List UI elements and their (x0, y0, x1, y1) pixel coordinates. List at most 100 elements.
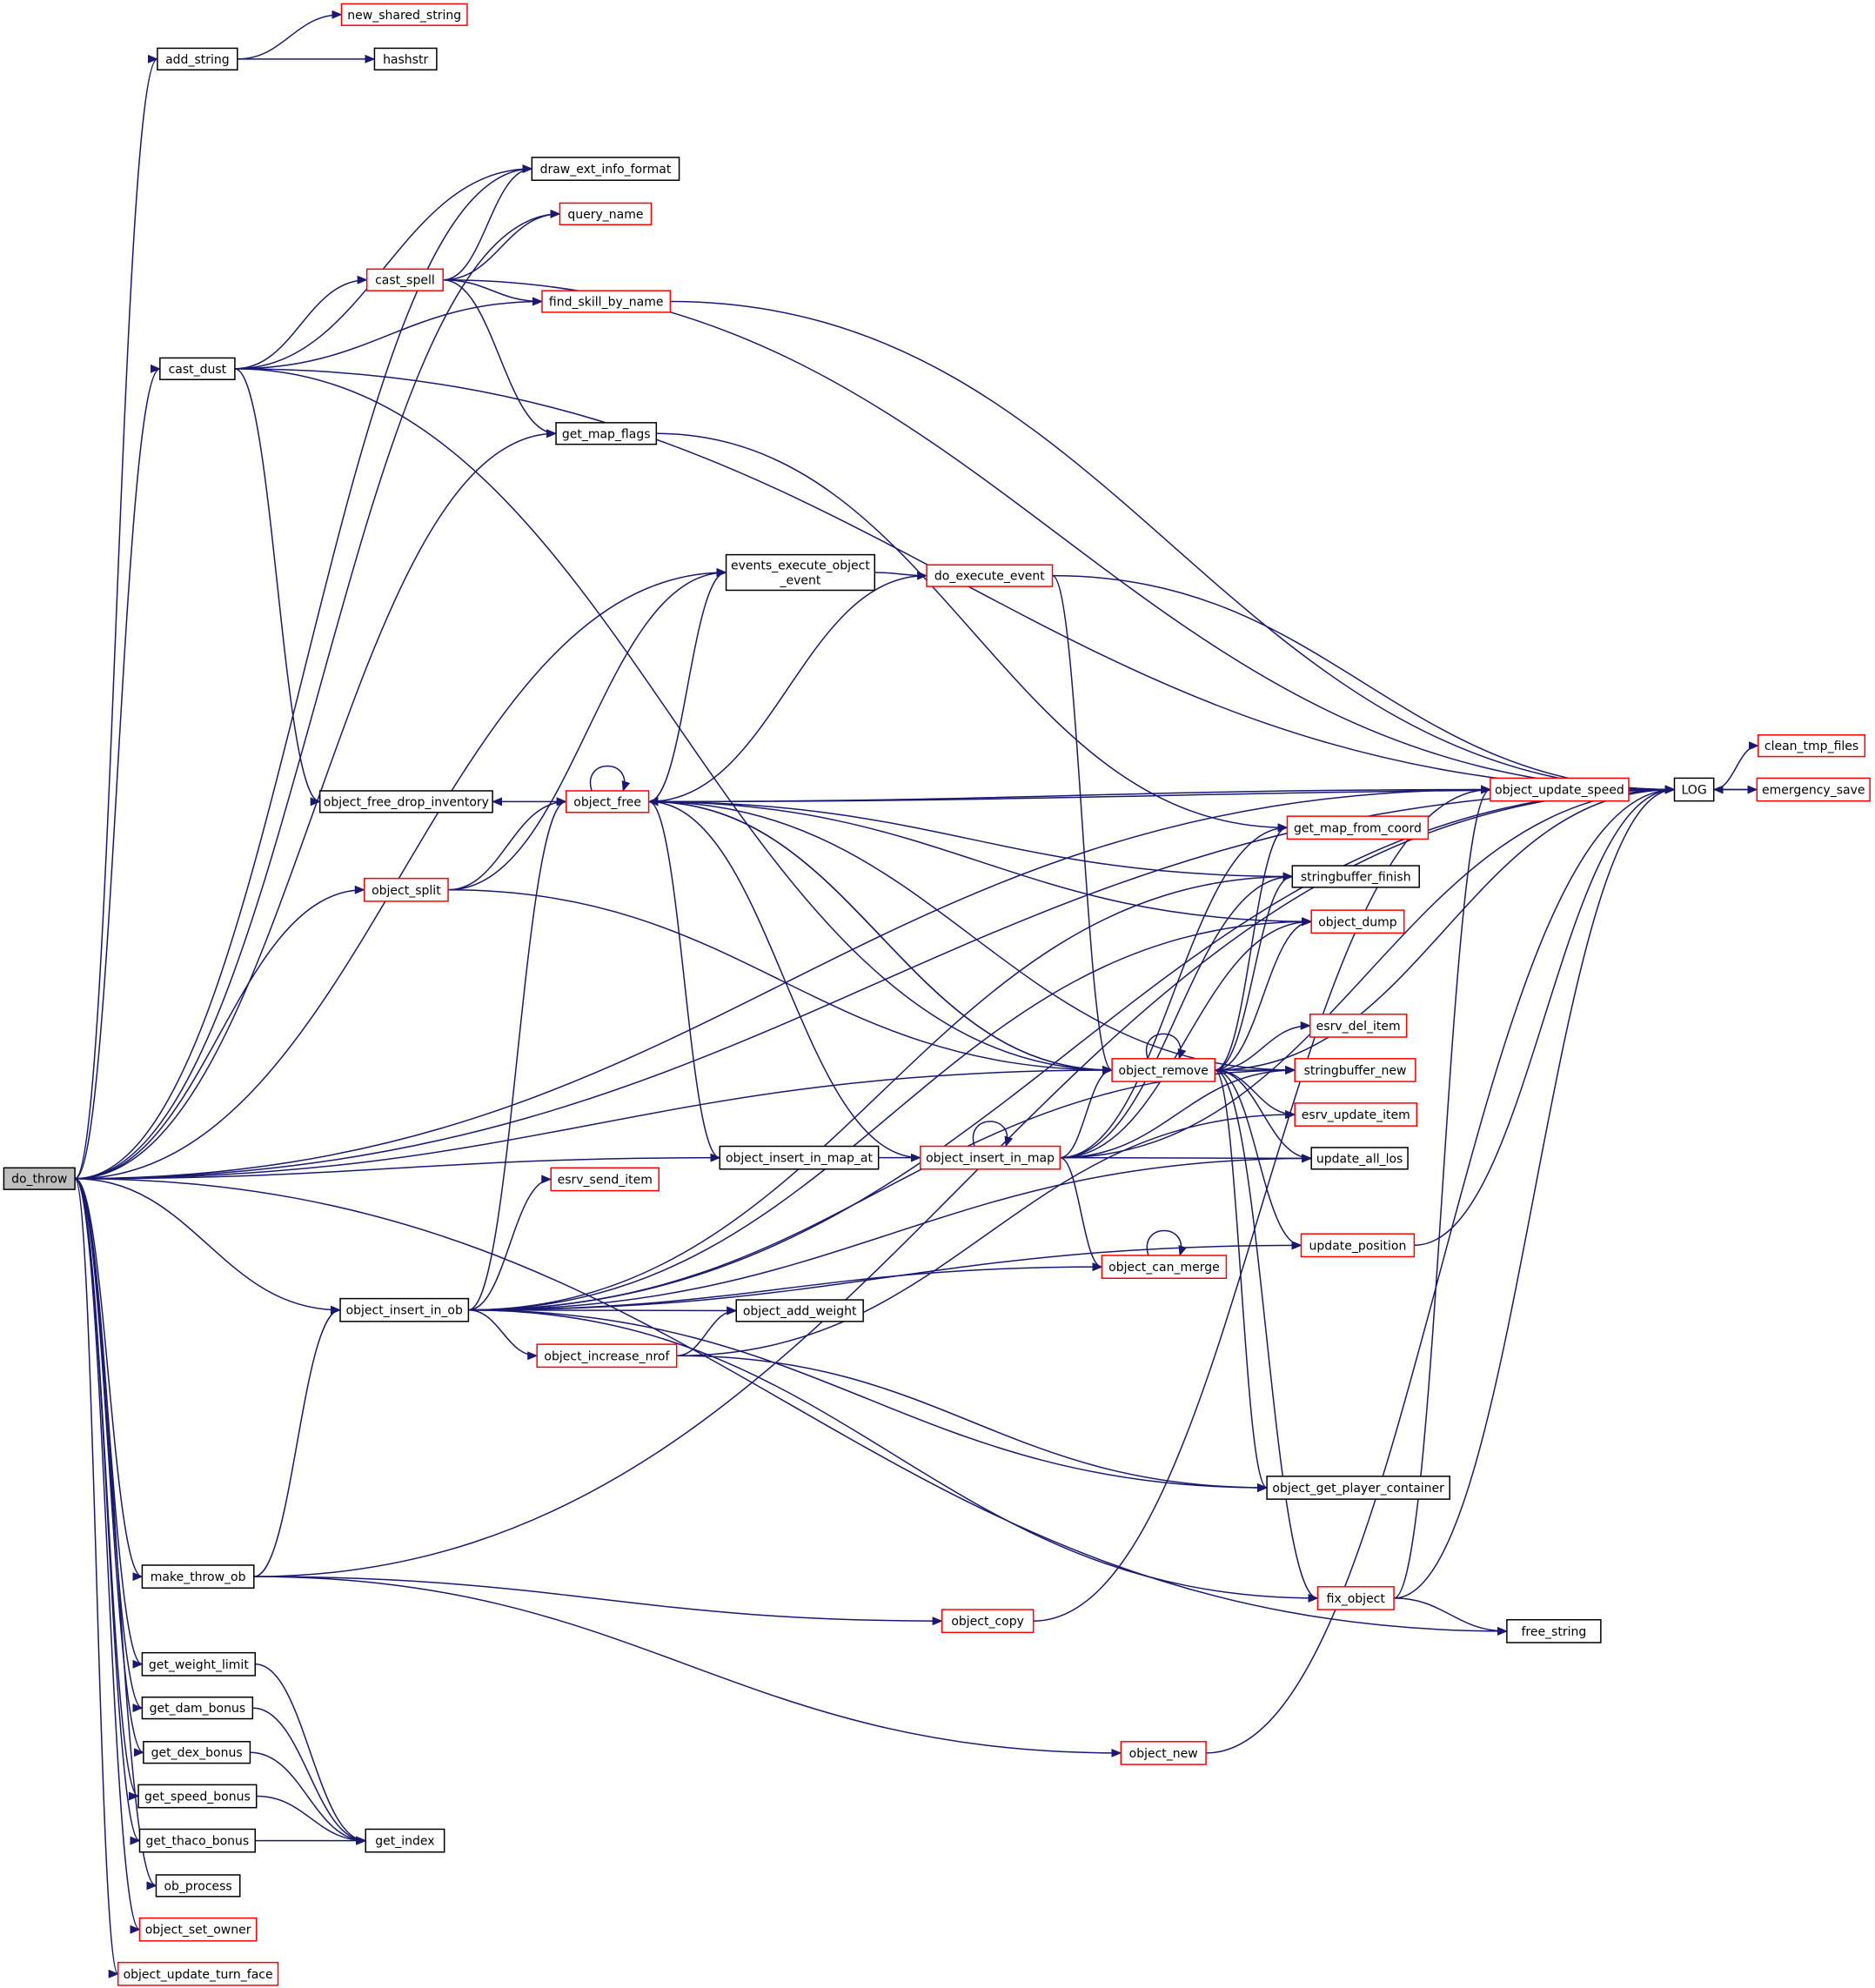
node-box[interactable] (536, 1343, 678, 1369)
node-box[interactable] (920, 1145, 1061, 1170)
node-box[interactable] (1490, 777, 1630, 802)
node-get-speed-bonus[interactable]: get_speed_bonus (137, 1784, 258, 1809)
node-box[interactable] (1756, 777, 1871, 802)
node-box[interactable] (1758, 734, 1866, 758)
node-esrv-del-item[interactable]: esrv_del_item (1309, 1014, 1408, 1038)
node-box[interactable] (555, 422, 658, 445)
node-object-get-player-container[interactable]: object_get_player_container (1266, 1476, 1450, 1500)
node-box[interactable] (141, 1696, 254, 1720)
node-get-dex-bonus[interactable]: get_dex_bonus (143, 1741, 251, 1764)
node-box[interactable] (1310, 1147, 1409, 1170)
node-free-string[interactable]: free_string (1506, 1618, 1602, 1643)
node-object-dump[interactable]: object_dump (1310, 909, 1405, 934)
node-box[interactable] (340, 3, 468, 26)
node-box[interactable] (373, 47, 438, 70)
node-box[interactable] (1266, 1476, 1450, 1500)
node-update-all-los[interactable]: update_all_los (1310, 1147, 1409, 1170)
node-object-insert-in-map-at[interactable]: object_insert_in_map_at (719, 1145, 880, 1170)
node-box[interactable] (725, 553, 876, 592)
node-box[interactable] (1294, 1058, 1416, 1082)
node-box[interactable] (1294, 1102, 1418, 1127)
node-box[interactable] (941, 1609, 1035, 1634)
node-object-free-drop-inventory[interactable]: object_free_drop_inventory (318, 790, 493, 813)
node-get-thaco-bonus[interactable]: get_thaco_bonus (138, 1828, 257, 1853)
node-box[interactable] (137, 1784, 258, 1809)
node-object-free[interactable]: object_free (565, 790, 650, 813)
node-fix-object[interactable]: fix_object (1316, 1586, 1395, 1610)
node-object-new[interactable]: object_new (1120, 1741, 1207, 1765)
node-clean-tmp-files[interactable]: clean_tmp_files (1758, 734, 1866, 758)
node-cast-spell[interactable]: cast_spell (365, 268, 444, 291)
node-box[interactable] (550, 1167, 660, 1192)
node-ob-process[interactable]: ob_process (155, 1874, 241, 1898)
node-box[interactable] (1673, 777, 1715, 802)
node-new-shared-string[interactable]: new_shared_string (340, 3, 468, 26)
node-make-throw-ob[interactable]: make_throw_ob (141, 1564, 255, 1590)
node-box[interactable] (926, 564, 1054, 587)
node-update-position[interactable]: update_position (1300, 1233, 1416, 1258)
node-add-string[interactable]: add_string (157, 47, 238, 70)
node-get-dam-bonus[interactable]: get_dam_bonus (141, 1696, 254, 1720)
node-object-update-speed[interactable]: object_update_speed (1490, 777, 1630, 802)
node-box[interactable] (363, 877, 449, 902)
node-box[interactable] (157, 47, 238, 70)
node-box[interactable] (117, 1961, 279, 1986)
node-do-throw[interactable]: do_throw (3, 1167, 76, 1190)
node-box[interactable] (3, 1167, 76, 1190)
node-find-skill-by-name[interactable]: find_skill_by_name (541, 290, 672, 313)
node-box[interactable] (1506, 1618, 1602, 1643)
node-object-copy[interactable]: object_copy (941, 1609, 1035, 1634)
node-box[interactable] (159, 357, 236, 381)
node-hashstr[interactable]: hashstr (373, 47, 438, 70)
node-object-insert-in-ob[interactable]: object_insert_in_ob (339, 1297, 470, 1322)
node-box[interactable] (155, 1874, 241, 1898)
node-box[interactable] (141, 1651, 257, 1677)
node-cast-dust[interactable]: cast_dust (159, 357, 236, 381)
node-box[interactable] (1120, 1741, 1207, 1765)
node-box[interactable] (141, 1564, 255, 1590)
node-get-map-from-coord[interactable]: get_map_from_coord (1286, 815, 1430, 840)
node-box[interactable] (365, 1828, 445, 1853)
node-object-increase-nrof[interactable]: object_increase_nrof (536, 1343, 678, 1369)
node-box[interactable] (138, 1917, 258, 1942)
node-box[interactable] (1286, 815, 1430, 840)
node-LOG[interactable]: LOG (1673, 777, 1715, 802)
node-object-add-weight[interactable]: object_add_weight (735, 1299, 864, 1322)
node-box[interactable] (143, 1741, 251, 1764)
node-events-execute-object-event[interactable]: events_execute_object_event (725, 553, 876, 592)
node-object-insert-in-map[interactable]: object_insert_in_map (920, 1145, 1061, 1170)
node-box[interactable] (559, 202, 653, 225)
node-emergency-save[interactable]: emergency_save (1756, 777, 1871, 802)
node-object-remove[interactable]: object_remove (1111, 1058, 1216, 1082)
node-draw-ext-info-format[interactable]: draw_ext_info_format (531, 157, 680, 181)
node-query-name[interactable]: query_name (559, 202, 653, 225)
node-get-index[interactable]: get_index (365, 1828, 445, 1853)
node-box[interactable] (318, 790, 493, 813)
node-box[interactable] (1101, 1255, 1228, 1280)
node-stringbuffer-finish[interactable]: stringbuffer_finish (1291, 865, 1420, 888)
node-box[interactable] (541, 290, 672, 313)
node-object-set-owner[interactable]: object_set_owner (138, 1917, 258, 1942)
node-esrv-update-item[interactable]: esrv_update_item (1294, 1102, 1418, 1127)
node-box[interactable] (1310, 909, 1405, 934)
node-get-weight-limit[interactable]: get_weight_limit (141, 1651, 257, 1677)
node-box[interactable] (1111, 1058, 1216, 1082)
node-box[interactable] (1291, 865, 1420, 888)
node-box[interactable] (138, 1828, 257, 1853)
node-object-can-merge[interactable]: object_can_merge (1101, 1255, 1228, 1280)
node-do-execute-event[interactable]: do_execute_event (926, 564, 1054, 587)
node-get-map-flags[interactable]: get_map_flags (555, 422, 658, 445)
node-box[interactable] (565, 790, 650, 813)
node-box[interactable] (531, 157, 680, 181)
node-box[interactable] (339, 1297, 470, 1322)
node-object-split[interactable]: object_split (363, 877, 449, 902)
node-box[interactable] (1309, 1014, 1408, 1038)
node-esrv-send-item[interactable]: esrv_send_item (550, 1167, 660, 1192)
node-box[interactable] (365, 268, 444, 291)
node-box[interactable] (1316, 1586, 1395, 1610)
node-box[interactable] (735, 1299, 864, 1322)
node-object-update-turn-face[interactable]: object_update_turn_face (117, 1961, 279, 1986)
node-stringbuffer-new[interactable]: stringbuffer_new (1294, 1058, 1416, 1082)
node-box[interactable] (719, 1145, 880, 1170)
node-box[interactable] (1300, 1233, 1416, 1258)
